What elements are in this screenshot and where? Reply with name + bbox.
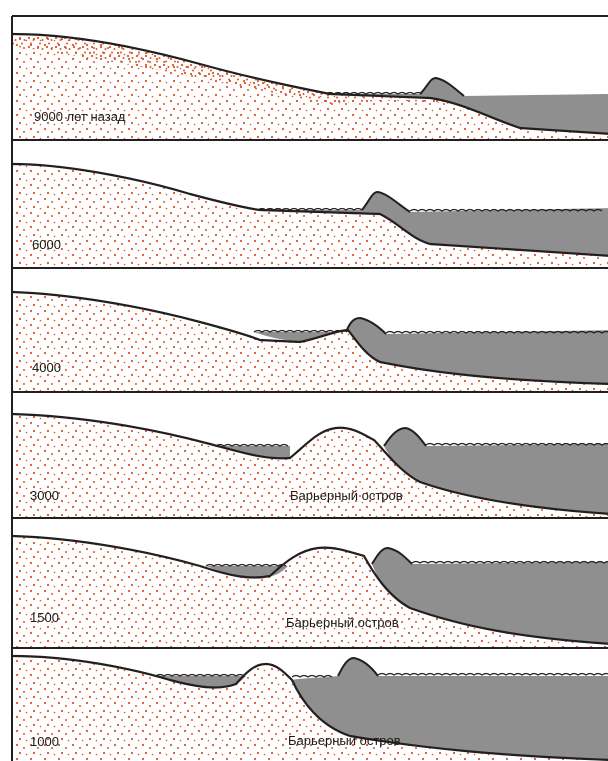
panel-1500: 1500 Барьерный остров <box>12 536 608 648</box>
panel-1000: 1000 Барьерный остров <box>12 656 608 761</box>
wave-crest <box>338 658 378 676</box>
wave-crest <box>362 192 410 212</box>
panel-label: 9000 лет назад <box>34 109 126 124</box>
panel-label: 3000 <box>30 488 59 503</box>
wave-crest <box>384 428 426 446</box>
panel-label: 6000 <box>32 237 61 252</box>
barrier-island-caption: Барьерный остров <box>288 733 401 748</box>
wave-crest <box>346 318 386 334</box>
panel-4000: 4000 <box>12 292 608 392</box>
panel-label: 4000 <box>32 360 61 375</box>
barrier-island-caption: Барьерный остров <box>286 615 399 630</box>
barrier-island-caption: Барьерный остров <box>290 488 403 503</box>
panel-9000: 9000 лет назад <box>12 16 608 140</box>
panel-6000: 6000 <box>12 164 608 268</box>
panel-label: 1000 <box>30 734 59 749</box>
panel-3000: 3000 Барьерный остров <box>12 414 608 518</box>
wave-crest <box>372 548 412 564</box>
panel-label: 1500 <box>30 610 59 625</box>
